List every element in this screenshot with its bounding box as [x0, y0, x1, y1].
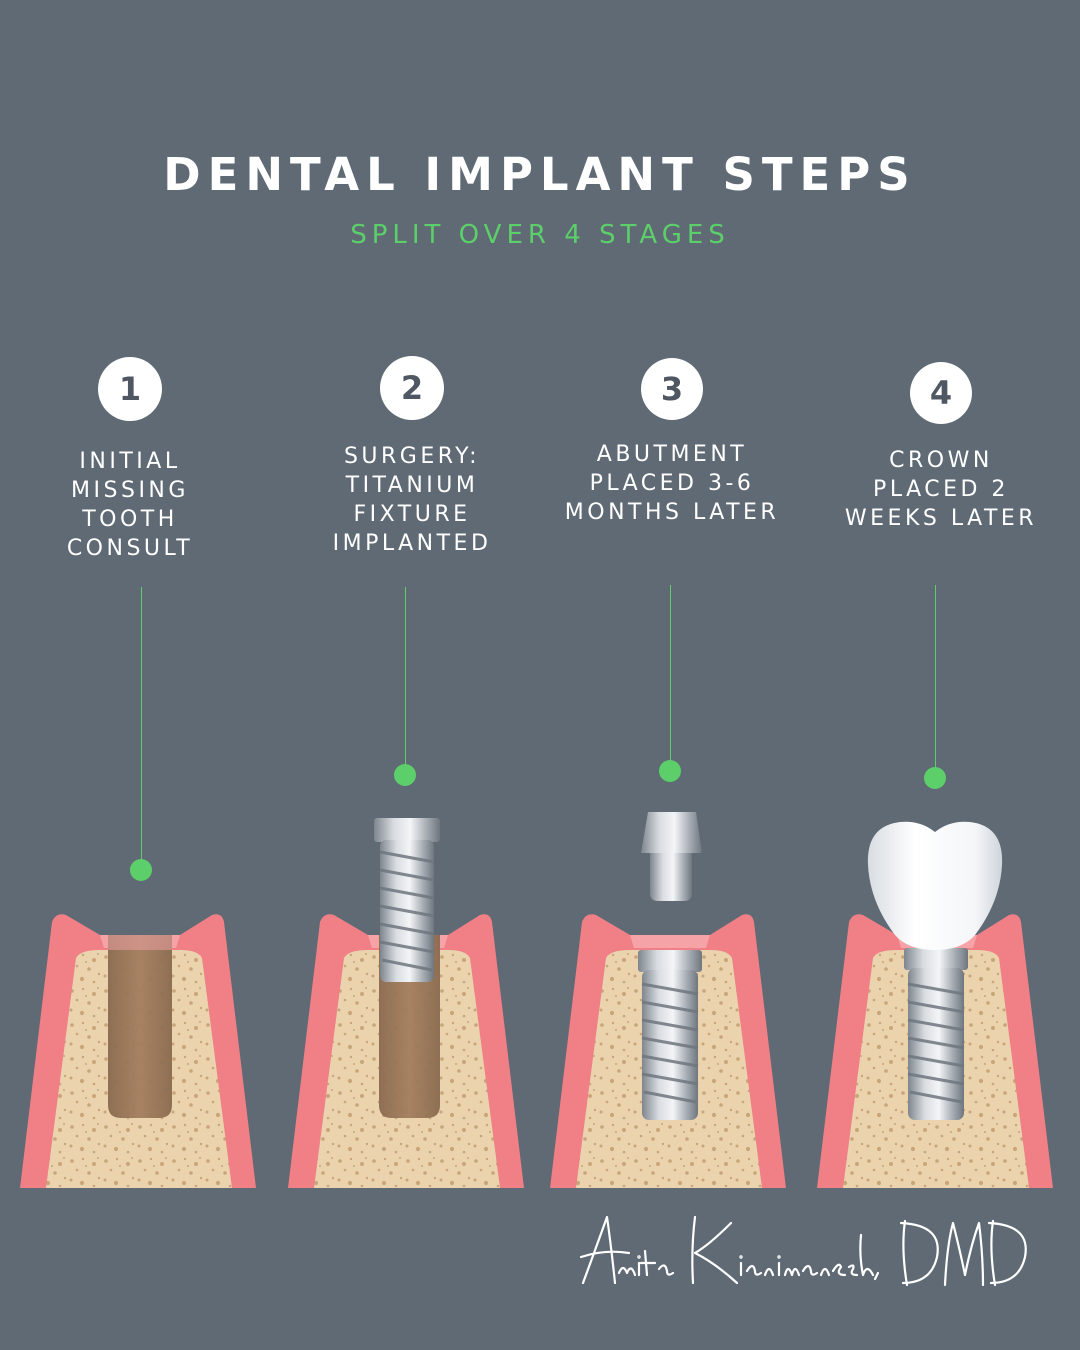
step-4-label: CROWN PLACED 2 WEEKS LATER	[844, 448, 1038, 531]
tooth-crown	[867, 821, 1003, 950]
scene-1-empty-socket	[20, 914, 256, 1188]
step-3-label: ABUTMENT PLACED 3-6 MONTHS LATER	[564, 442, 780, 525]
step-1-number-badge: 1	[98, 357, 162, 421]
page-subtitle: SPLIT OVER 4 STAGES	[350, 220, 730, 250]
step-3-connector-line	[669, 585, 671, 771]
step-2-label: SURGERY: TITANIUM FIXTURE IMPLANTED	[332, 444, 492, 556]
step-1-label: INITIAL MISSING TOOTH CONSULT	[66, 449, 194, 561]
handwritten-signature	[579, 1215, 1027, 1287]
page-title: DENTAL IMPLANT STEPS	[163, 148, 917, 201]
step-3-number-badge: 3	[641, 358, 703, 420]
step-1: 1 INITIAL MISSING TOOTH CONSULT	[20, 357, 240, 563]
step-1-connector-line	[140, 587, 142, 870]
step-4-number-badge: 4	[910, 362, 972, 424]
step-3: 3 ABUTMENT PLACED 3-6 MONTHS LATER	[562, 358, 782, 527]
fixture-head	[374, 818, 440, 842]
crown-implant-head	[904, 948, 968, 970]
abutment-base	[650, 853, 692, 901]
step-1-connector-dot	[130, 859, 152, 881]
step-2: 2 SURGERY: TITANIUM FIXTURE IMPLANTED	[302, 356, 522, 558]
scene-4-crown	[817, 821, 1053, 1188]
step-4-connector-dot	[924, 767, 946, 789]
step-4-connector-line	[934, 585, 936, 778]
step-3-connector-dot	[659, 760, 681, 782]
step-4: 4 CROWN PLACED 2 WEEKS LATER	[831, 362, 1051, 533]
implant-head	[638, 950, 702, 972]
scene-3-abutment	[550, 812, 786, 1188]
abutment-top	[641, 812, 702, 853]
step-2-number-badge: 2	[380, 356, 444, 420]
scene-2-titanium-fixture	[288, 818, 524, 1188]
step-2-connector-line	[404, 587, 406, 775]
step-2-connector-dot	[394, 764, 416, 786]
